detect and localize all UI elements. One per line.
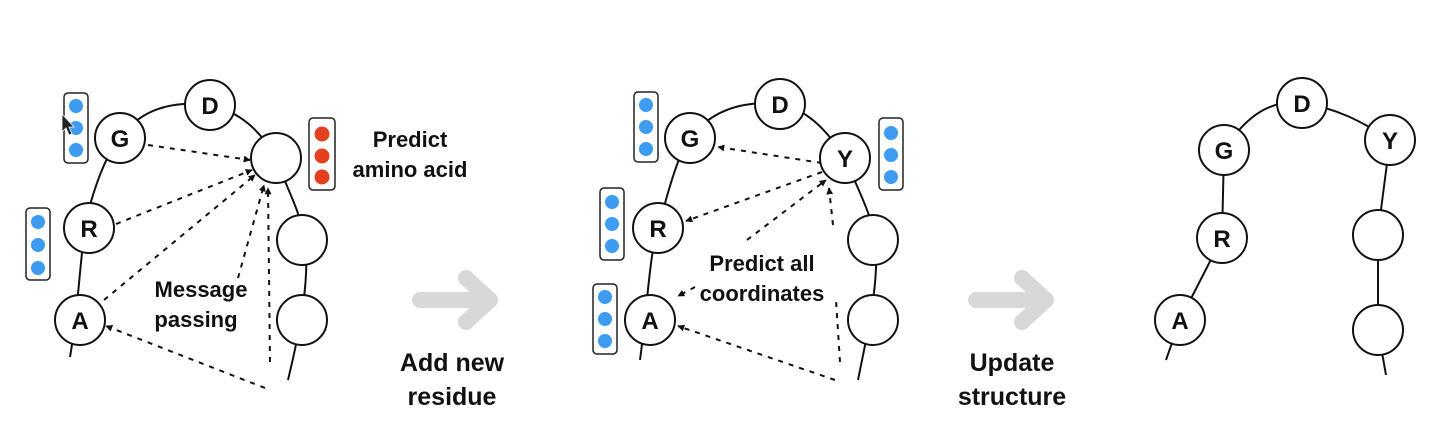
panel-1: G D R A Predict amino acid Message passi… [25, 79, 468, 389]
residue-node-d: D [184, 79, 236, 131]
embedding-vector-r [25, 207, 51, 281]
embedding-vector-y [878, 117, 904, 191]
residue-label-a: A [71, 308, 88, 335]
residue-node-r: R [632, 202, 684, 254]
update-arrow-mid [746, 179, 827, 241]
embedding-vector-a [592, 283, 618, 355]
prediction-vector [308, 117, 336, 191]
residue-node-empty-2 [1352, 304, 1404, 356]
message-arrow-r [115, 169, 253, 225]
residue-label-d: D [201, 93, 218, 120]
residue-label-a: A [641, 308, 658, 335]
predict-amino-acid-line-1: Predict [373, 127, 448, 152]
step-1-label-line-1: Add new [400, 349, 505, 377]
panel-2: G D Y R A Predict all coordinates [592, 78, 904, 381]
panel-3: A R G D Y [1154, 77, 1416, 376]
update-arrow-g [717, 144, 823, 164]
cursor-icon [61, 112, 75, 136]
residue-node-g: G [1198, 124, 1250, 176]
residue-label-g: G [681, 126, 700, 153]
message-arrow-g [147, 144, 251, 163]
residue-label-d: D [771, 92, 788, 119]
residue-node-g: G [94, 112, 146, 164]
residue-node-g: G [664, 112, 716, 164]
update-arrow-to-a [677, 324, 836, 381]
predict-coordinates-line-1: Predict all [709, 251, 814, 276]
residue-label-y: Y [837, 146, 853, 173]
step-1: Add new residue [400, 270, 505, 411]
right-arrow-icon [412, 270, 498, 330]
residue-label-y: Y [1382, 128, 1398, 155]
residue-label-r: R [649, 216, 666, 243]
residue-node-d: D [754, 78, 806, 130]
update-arrow-bottom [835, 299, 841, 363]
message-passing-line-1: Message [155, 277, 248, 302]
residue-node-empty-1 [276, 214, 328, 266]
embedding-vector-r [599, 187, 625, 261]
residue-node-r: R [1196, 212, 1248, 264]
backbone-right [844, 157, 878, 381]
residue-node-y: Y [819, 132, 871, 184]
message-arrow-to-a [105, 325, 266, 389]
update-arrow-y [826, 187, 834, 226]
message-arrow-lower [237, 184, 266, 279]
residue-node-a: A [54, 294, 106, 346]
right-arrow-icon [968, 270, 1054, 330]
message-arrow-bottom [264, 187, 272, 363]
residue-node-d: D [1276, 77, 1328, 129]
residue-node-empty-2 [847, 294, 899, 346]
embedding-vector-g [633, 91, 659, 163]
update-arrow-to-a-small [677, 286, 696, 297]
update-arrow-r [685, 171, 823, 223]
residue-label-g: G [1215, 138, 1234, 165]
step-2-label-line-2: structure [958, 383, 1066, 411]
residue-label-a: A [1171, 308, 1188, 335]
residue-label-d: D [1293, 91, 1310, 118]
residue-node-a: A [624, 294, 676, 346]
step-1-label-line-2: residue [408, 383, 497, 411]
message-passing-line-2: passing [154, 307, 237, 332]
predict-amino-acid-line-2: amino acid [353, 157, 468, 182]
residue-node-y: Y [1364, 114, 1416, 166]
residue-node-empty-1 [847, 214, 899, 266]
residue-node-a: A [1154, 294, 1206, 346]
backbone-right [275, 157, 308, 381]
residue-node-empty-1 [1352, 209, 1404, 261]
predict-coordinates-line-2: coordinates [700, 281, 825, 306]
step-2: Update structure [958, 270, 1066, 411]
residue-label-r: R [1213, 226, 1230, 253]
step-2-label-line-1: Update [970, 349, 1055, 377]
residue-node-empty-2 [276, 294, 328, 346]
new-residue-node [250, 132, 302, 184]
embedding-vector-g [63, 92, 89, 164]
residue-label-r: R [80, 216, 97, 243]
residue-label-g: G [111, 126, 130, 153]
residue-node-r: R [63, 202, 115, 254]
